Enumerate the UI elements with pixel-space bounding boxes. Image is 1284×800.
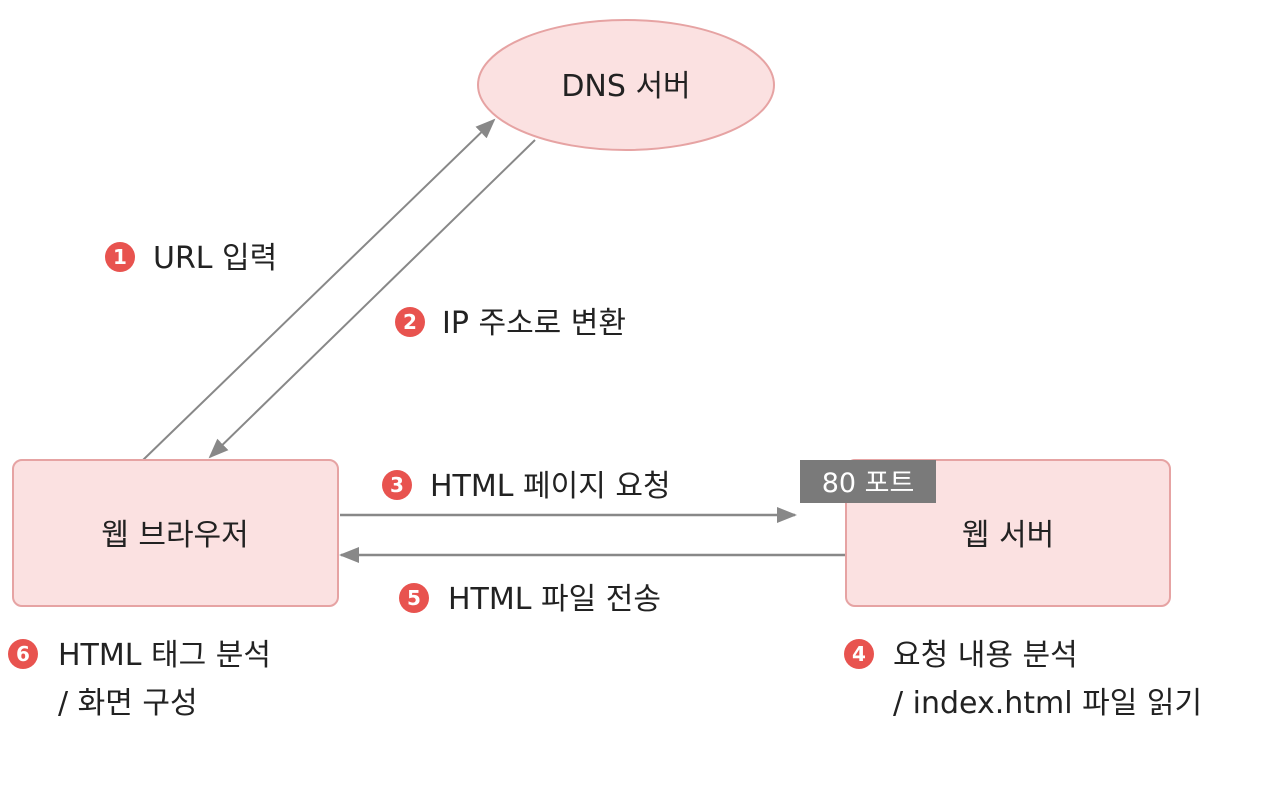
- step-6: 6 HTML 태그 분석 / 화면 구성: [8, 638, 271, 721]
- dns-server-label: DNS 서버: [561, 69, 690, 104]
- step-4: 4 요청 내용 분석 / index.html 파일 읽기: [844, 638, 1202, 721]
- step-6-number: 6: [16, 642, 30, 666]
- step-4-number: 4: [852, 642, 866, 666]
- web-server-label: 웹 서버: [962, 518, 1054, 553]
- step-4-label-line2: / index.html 파일 읽기: [893, 686, 1202, 721]
- step-2-number: 2: [403, 310, 417, 334]
- step-3-label: HTML 페이지 요청: [430, 469, 671, 504]
- step-1: 1 URL 입력: [105, 241, 277, 276]
- step-1-label: URL 입력: [153, 241, 277, 276]
- step-2-label: IP 주소로 변환: [442, 306, 626, 341]
- step-2: 2 IP 주소로 변환: [395, 306, 626, 341]
- step-5: 5 HTML 파일 전송: [399, 582, 661, 617]
- dns-server-node: DNS 서버: [477, 19, 775, 151]
- step-5-label: HTML 파일 전송: [448, 582, 661, 617]
- step-1-number: 1: [113, 245, 127, 269]
- step-6-label: HTML 태그 분석: [58, 638, 271, 673]
- arrow-url-input: [142, 118, 496, 461]
- arrow-ip-convert: [208, 139, 536, 459]
- step-3: 3 HTML 페이지 요청: [382, 469, 671, 504]
- step-3-number: 3: [390, 473, 404, 497]
- web-browser-node: 웹 브라우저: [12, 459, 339, 607]
- step-5-number: 5: [407, 586, 421, 610]
- port-label: 80 포트: [822, 468, 915, 499]
- port-badge: 80 포트: [800, 460, 936, 503]
- step-6-label-line2: / 화면 구성: [58, 686, 198, 721]
- step-4-label: 요청 내용 분석: [893, 638, 1078, 673]
- web-browser-label: 웹 브라우저: [101, 518, 249, 553]
